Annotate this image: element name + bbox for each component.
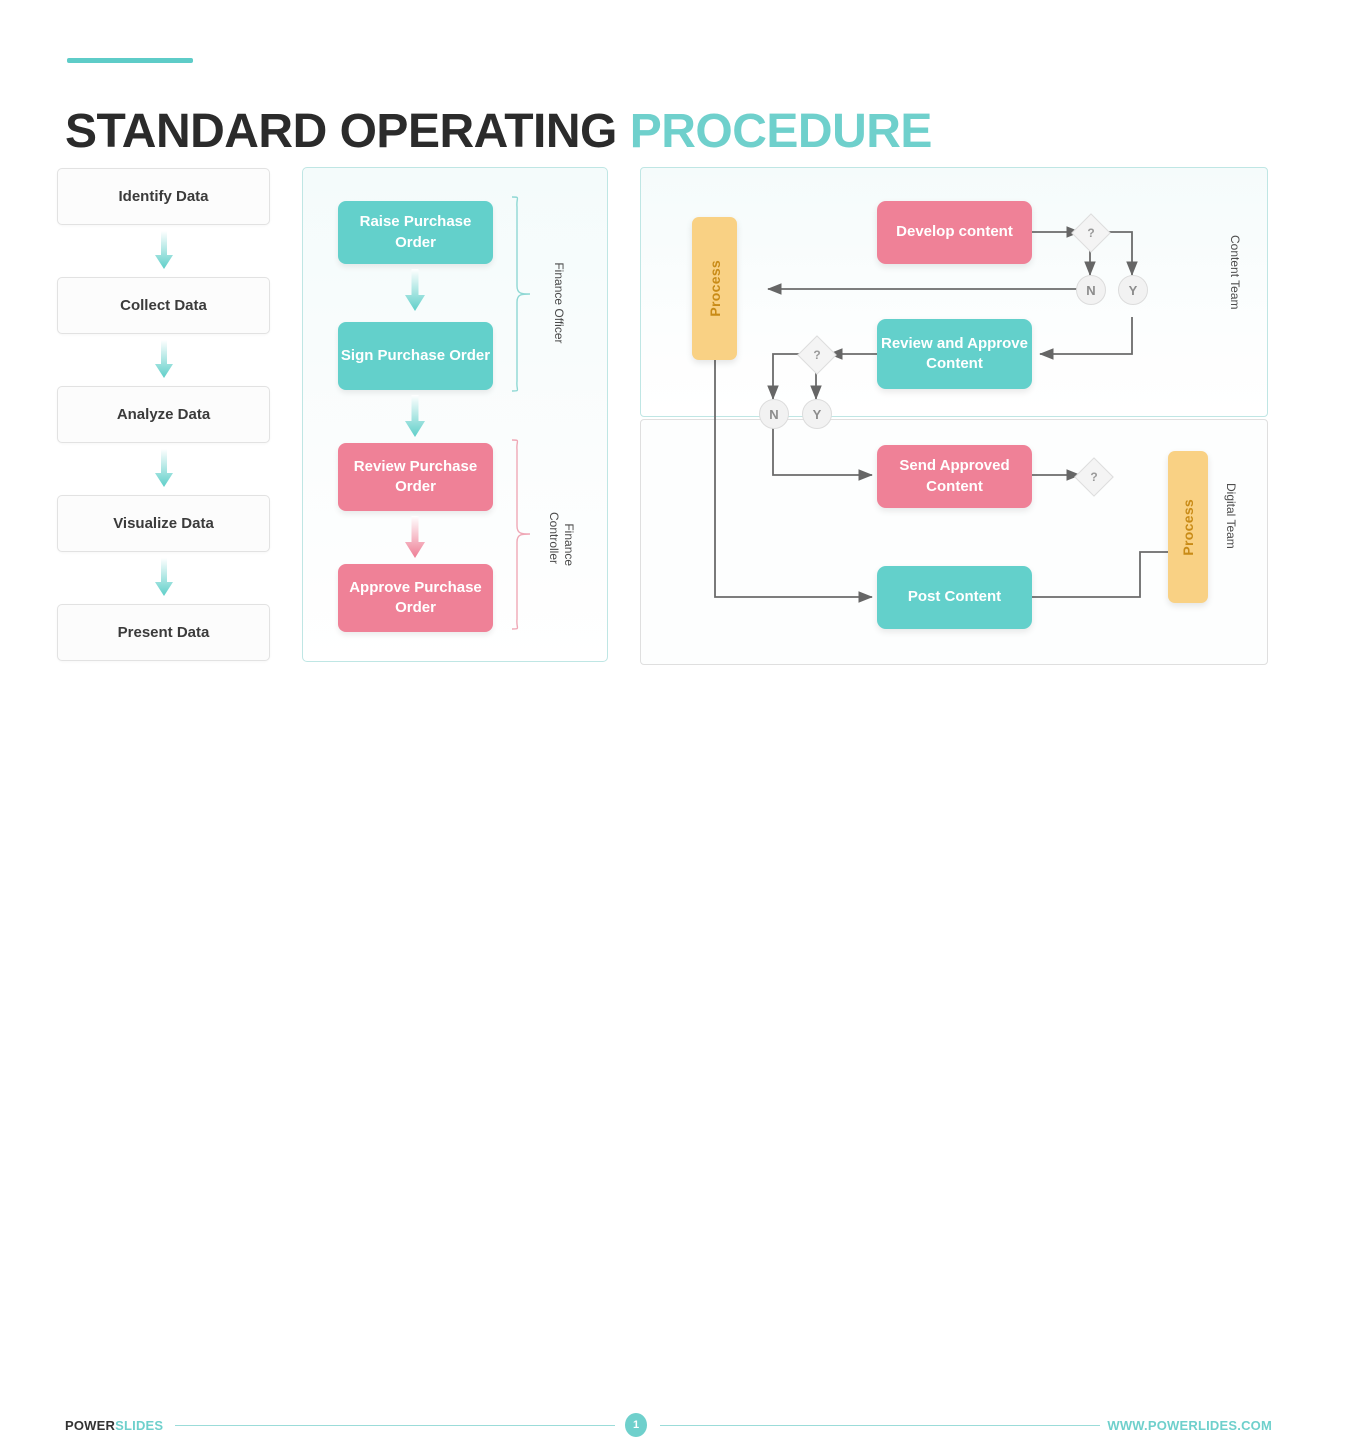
footer-divider-right	[660, 1425, 1100, 1426]
step-label: Collect Data	[120, 297, 207, 314]
step-label: Identify Data	[118, 188, 209, 205]
footer: POWERSLIDES 1 WWW.POWERLIDES.COM	[0, 700, 1365, 1437]
rbox-review-approve-content[interactable]: Review and Approve Content	[877, 319, 1032, 389]
step-label: Visualize Data	[113, 515, 214, 532]
lane-label-digital-team: Digital Team	[1224, 483, 1238, 549]
page-title-accent: PROCEDURE	[629, 105, 933, 159]
down-arrow-icon	[57, 443, 270, 495]
finance-officer-brace-icon	[511, 196, 531, 392]
finance-controller-brace-icon	[511, 439, 531, 630]
mid-box-approve-purchase-order[interactable]: Approve Purchase Order	[338, 564, 493, 632]
lane-label-content-team: Content Team	[1228, 235, 1242, 310]
process-bar-digital-team[interactable]: Process	[1168, 451, 1208, 603]
branch-node-n-review[interactable]: N	[759, 399, 789, 429]
decision-diamond-review[interactable]: ?	[797, 335, 837, 375]
step-box-visualize-data[interactable]: Visualize Data	[57, 495, 270, 552]
left-process-flow: Identify Data Collect Data Analyze Data …	[57, 168, 272, 661]
branch-node-y-develop[interactable]: Y	[1118, 275, 1148, 305]
brand-second: SLIDES	[115, 1418, 164, 1433]
decision-diamond-send[interactable]: ?	[1074, 457, 1114, 497]
footer-divider-left	[175, 1425, 615, 1426]
step-box-analyze-data[interactable]: Analyze Data	[57, 386, 270, 443]
mid-box-label: Review Purchase Order	[353, 457, 478, 495]
page-title-dark: STANDARD OPERATING	[65, 105, 630, 159]
brand-logo: POWERSLIDES	[65, 1418, 163, 1433]
purchase-order-panel: Raise Purchase Order Sign Purchase Order…	[302, 167, 608, 662]
down-arrow-icon	[404, 395, 426, 444]
decision-diamond-develop[interactable]: ?	[1071, 213, 1111, 253]
site-url: WWW.POWERLIDES.COM	[1107, 1418, 1272, 1433]
rbox-develop-content[interactable]: Develop content	[877, 201, 1032, 264]
step-label: Analyze Data	[116, 406, 211, 423]
mid-box-sign-purchase-order[interactable]: Sign Purchase Order	[338, 322, 493, 390]
mid-box-raise-purchase-order[interactable]: Raise Purchase Order	[338, 201, 493, 264]
finance-controller-label: Finance Controller	[547, 511, 576, 567]
mid-box-label: Approve Purchase Order	[349, 578, 482, 616]
finance-officer-label: Finance Officer	[552, 262, 566, 344]
rbox-post-content[interactable]: Post Content	[877, 566, 1032, 629]
rbox-send-approved-content[interactable]: Send Approved Content	[877, 445, 1032, 508]
branch-node-y-review[interactable]: Y	[802, 399, 832, 429]
down-arrow-icon	[404, 269, 426, 318]
mid-box-label: Raise Purchase Order	[359, 213, 472, 251]
step-box-identify-data[interactable]: Identify Data	[57, 168, 270, 225]
step-box-collect-data[interactable]: Collect Data	[57, 277, 270, 334]
branch-node-n-develop[interactable]: N	[1076, 275, 1106, 305]
down-arrow-icon	[57, 225, 270, 277]
mid-box-review-purchase-order[interactable]: Review Purchase Order	[338, 443, 493, 511]
right-flow-stage: Process Process Develop content Review a…	[640, 167, 1269, 666]
down-arrow-icon	[57, 552, 270, 604]
mid-box-label: Sign Purchase Order	[340, 346, 491, 364]
process-bar-content-team[interactable]: Process	[692, 217, 737, 360]
step-label: Present Data	[117, 624, 210, 641]
title-accent-rule	[67, 58, 193, 63]
down-arrow-icon	[57, 334, 270, 386]
brand-first: POWER	[65, 1418, 116, 1433]
down-arrow-icon	[404, 516, 426, 565]
page-title: STANDARD OPERATING PROCEDURE	[65, 104, 932, 159]
page-number-badge: 1	[625, 1413, 647, 1437]
step-box-present-data[interactable]: Present Data	[57, 604, 270, 661]
